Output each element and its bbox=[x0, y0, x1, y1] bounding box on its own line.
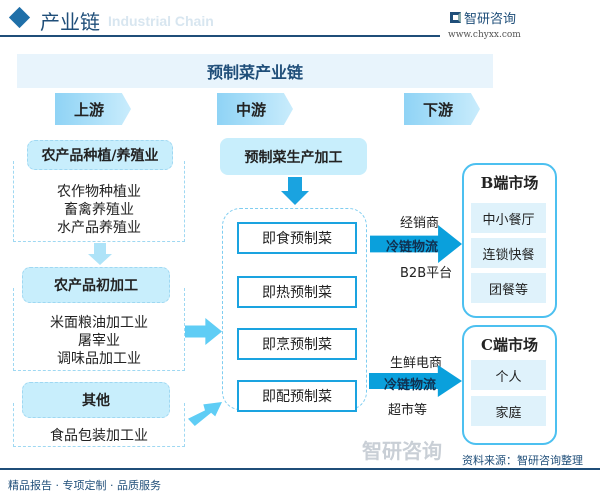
list-item: 调味品加工业 bbox=[57, 351, 141, 367]
stage-upstream: 上游 bbox=[55, 93, 131, 125]
arrow-diagonal-icon bbox=[188, 402, 222, 426]
upstream-items-3: 食品包装加工业 bbox=[13, 427, 185, 445]
stage-downstream: 下游 bbox=[404, 93, 480, 125]
list-item: 屠宰业 bbox=[78, 333, 120, 349]
header-watermark: Industrial Chain bbox=[108, 13, 214, 29]
product-instant-eat: 即食预制菜 bbox=[237, 222, 357, 254]
arrow-down-icon bbox=[88, 243, 112, 265]
logo-icon bbox=[450, 12, 461, 23]
list-item: 畜禽养殖业 bbox=[64, 202, 134, 218]
stage-midstream: 中游 bbox=[217, 93, 293, 125]
source-note: 资料来源：智研咨询整理 bbox=[462, 454, 583, 467]
midstream-title: 预制菜生产加工 bbox=[220, 138, 367, 175]
product-instant-cook: 即烹预制菜 bbox=[237, 328, 357, 360]
arrow-down-icon bbox=[281, 177, 309, 205]
channel-label: 生鲜电商 bbox=[390, 356, 443, 371]
market-item: 中小餐厅 bbox=[471, 203, 546, 233]
brand-logo: 智研咨询 bbox=[450, 8, 516, 27]
list-item: 水产品养殖业 bbox=[57, 220, 141, 236]
brand-name: 智研咨询 bbox=[464, 12, 517, 27]
upstream-items-2: 米面粮油加工业 屠宰业 调味品加工业 bbox=[13, 314, 185, 368]
arrow-right-icon bbox=[185, 318, 222, 345]
upstream-group-1 bbox=[13, 161, 185, 242]
list-item: 农作物种植业 bbox=[57, 184, 141, 200]
channel-label: 经销商 bbox=[400, 216, 440, 231]
market-c-title: C端市场 bbox=[481, 336, 538, 354]
market-item: 团餐等 bbox=[471, 273, 546, 303]
footer-slogan: 精品报告 · 专项定制 · 品质服务 bbox=[8, 479, 161, 492]
market-item: 个人 bbox=[471, 360, 546, 390]
upstream-title-3: 其他 bbox=[22, 382, 170, 418]
market-b-title: B端市场 bbox=[480, 174, 539, 192]
brand-url: www.chyxx.com bbox=[448, 30, 521, 40]
channel-label: 超市等 bbox=[388, 403, 428, 418]
list-item: 米面粮油加工业 bbox=[50, 315, 148, 331]
page-title: 产业链 bbox=[40, 10, 100, 34]
header-divider bbox=[0, 35, 440, 37]
upstream-title-2: 农产品初加工 bbox=[22, 267, 170, 303]
product-ready-mix: 即配预制菜 bbox=[237, 380, 357, 412]
channel-label: B2B平台 bbox=[400, 266, 453, 281]
logistics-label: 冷链物流 bbox=[386, 240, 439, 255]
logistics-label: 冷链物流 bbox=[384, 378, 437, 393]
upstream-items-1: 农作物种植业 畜禽养殖业 水产品养殖业 bbox=[13, 183, 185, 237]
diamond-icon bbox=[8, 6, 31, 29]
upstream-group-2 bbox=[13, 288, 185, 371]
market-item: 连锁快餐 bbox=[471, 238, 546, 268]
upstream-title-1: 农产品种植/养殖业 bbox=[27, 140, 173, 170]
footer-divider bbox=[0, 468, 600, 470]
market-item: 家庭 bbox=[471, 396, 546, 426]
upstream-group-3 bbox=[13, 403, 185, 447]
footer-watermark-logo: 智研咨询 bbox=[362, 439, 442, 463]
diagram-title: 预制菜产业链 bbox=[17, 54, 493, 88]
product-instant-heat: 即热预制菜 bbox=[237, 276, 357, 308]
list-item: 食品包装加工业 bbox=[50, 428, 148, 444]
